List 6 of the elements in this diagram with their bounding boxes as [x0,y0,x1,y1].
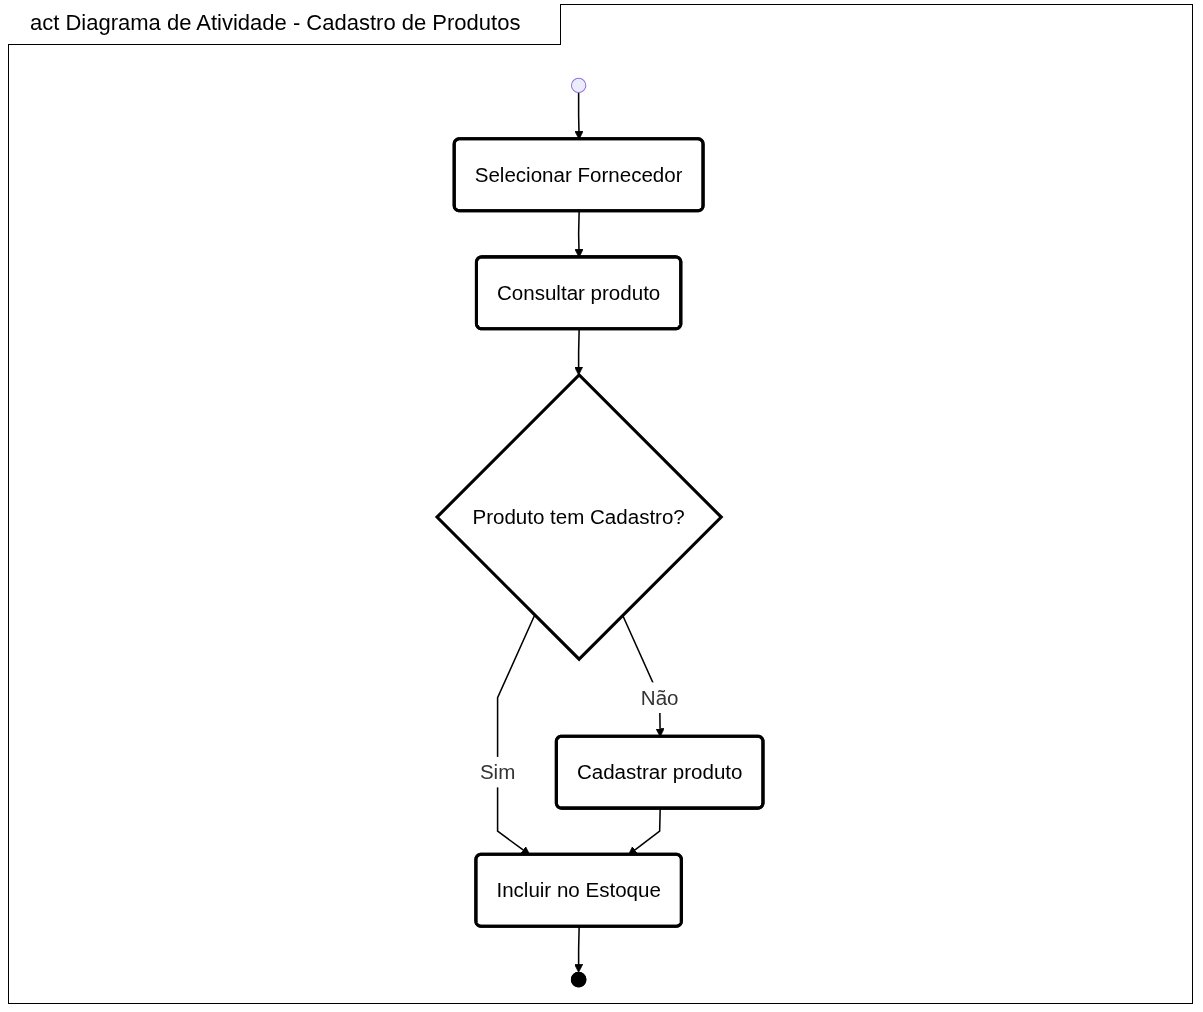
edge-label: Sim [479,760,516,784]
edge-label: Não [640,686,679,710]
frame-title: act Diagrama de Atividade - Cadastro de Produtos [8,4,562,45]
node-diamond: Produto tem Cadastro? [434,372,724,662]
arrow [574,328,584,376]
node-circle [570,77,587,94]
